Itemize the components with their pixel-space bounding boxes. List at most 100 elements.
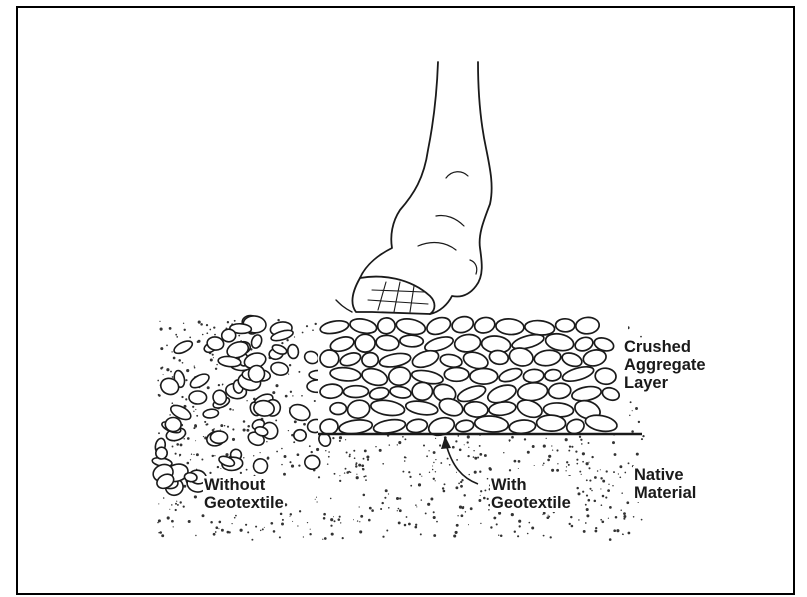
- soil-speck: [517, 535, 519, 537]
- soil-speck: [600, 519, 602, 521]
- soil-speck: [618, 473, 619, 474]
- soil-speck: [585, 504, 587, 506]
- soil-speck: [197, 340, 200, 343]
- soil-speck: [479, 471, 481, 473]
- soil-speck: [543, 445, 546, 448]
- soil-speck: [404, 460, 406, 462]
- soil-speck: [204, 421, 206, 423]
- soil-speck: [414, 526, 417, 529]
- loose-stone: [172, 338, 194, 355]
- soil-speck: [213, 326, 215, 328]
- soil-speck: [243, 457, 244, 458]
- soil-speck: [375, 446, 376, 447]
- soil-speck: [443, 490, 446, 493]
- soil-speck: [597, 470, 599, 472]
- soil-speck: [415, 524, 417, 526]
- soil-speck: [498, 535, 499, 536]
- soil-speck: [586, 462, 589, 465]
- soil-speck: [548, 515, 549, 516]
- soil-speck: [398, 508, 400, 510]
- soil-speck: [495, 517, 496, 518]
- soil-speck: [621, 492, 623, 494]
- soil-speck: [436, 521, 438, 523]
- soil-speck: [571, 446, 573, 448]
- soil-speck: [589, 488, 591, 490]
- soil-speck: [433, 462, 434, 463]
- soil-speck: [426, 455, 428, 457]
- soil-speck: [161, 534, 164, 537]
- soil-speck: [550, 536, 552, 538]
- soil-speck: [212, 354, 214, 356]
- soil-speck: [331, 533, 334, 536]
- soil-speck: [344, 472, 345, 473]
- soil-speck: [200, 323, 203, 326]
- soil-speck: [342, 537, 344, 539]
- soil-speck: [546, 438, 547, 439]
- soil-speck: [354, 457, 356, 459]
- crushed-aggregate-layer: [318, 314, 628, 438]
- loose-aggregate-without-geotextile: [151, 315, 333, 497]
- soil-speck: [496, 523, 498, 525]
- soil-speck: [595, 527, 597, 529]
- soil-speck: [198, 321, 201, 324]
- soil-speck: [641, 438, 643, 440]
- soil-speck: [209, 472, 211, 474]
- soil-speck: [389, 444, 390, 445]
- soil-speck: [187, 437, 190, 440]
- soil-speck: [185, 379, 187, 381]
- soil-speck: [488, 467, 491, 470]
- soil-speck: [432, 469, 434, 471]
- soil-speck: [339, 516, 341, 518]
- soil-speck: [247, 531, 249, 533]
- soil-speck: [580, 439, 582, 441]
- soil-speck: [355, 465, 357, 467]
- soil-speck: [461, 514, 464, 517]
- soil-speck: [215, 531, 217, 533]
- soil-speck: [315, 499, 316, 500]
- soil-speck: [576, 463, 578, 465]
- soil-speck: [169, 327, 172, 330]
- soil-speck: [202, 334, 204, 336]
- soil-speck: [365, 475, 367, 477]
- soil-speck: [345, 468, 347, 470]
- soil-speck: [217, 466, 219, 468]
- soil-speck: [435, 459, 436, 460]
- soil-speck: [171, 504, 173, 506]
- soil-speck: [547, 459, 550, 462]
- soil-speck: [433, 478, 435, 480]
- soil-speck: [353, 519, 354, 520]
- soil-speck: [396, 497, 399, 500]
- soil-speck: [203, 436, 204, 437]
- soil-speck: [575, 451, 577, 453]
- soil-speck: [339, 436, 342, 439]
- soil-speck: [363, 458, 365, 460]
- soil-speck: [460, 485, 463, 488]
- soil-speck: [181, 396, 183, 398]
- soil-speck: [285, 395, 288, 398]
- soil-speck: [552, 449, 553, 450]
- soil-speck: [173, 526, 174, 527]
- soil-speck: [289, 364, 291, 366]
- soil-speck: [218, 528, 219, 529]
- soil-speck: [380, 508, 382, 510]
- soil-speck: [294, 336, 295, 337]
- aggregate-stone: [400, 335, 424, 348]
- soil-speck: [158, 503, 159, 504]
- soil-speck: [404, 438, 406, 440]
- soil-speck: [638, 421, 640, 423]
- soil-speck: [286, 339, 288, 341]
- soil-speck: [360, 515, 363, 518]
- soil-speck: [171, 351, 172, 352]
- soil-speck: [219, 521, 222, 524]
- soil-speck: [641, 519, 643, 521]
- soil-speck: [456, 524, 459, 527]
- soil-speck: [458, 483, 460, 485]
- soil-speck: [363, 494, 366, 497]
- soil-speck: [186, 369, 189, 372]
- soil-speck: [531, 527, 534, 530]
- soil-speck: [270, 522, 273, 525]
- soil-speck: [206, 332, 208, 334]
- soil-speck: [576, 459, 578, 461]
- soil-speck: [327, 463, 329, 465]
- label-line: Crushed: [624, 338, 706, 356]
